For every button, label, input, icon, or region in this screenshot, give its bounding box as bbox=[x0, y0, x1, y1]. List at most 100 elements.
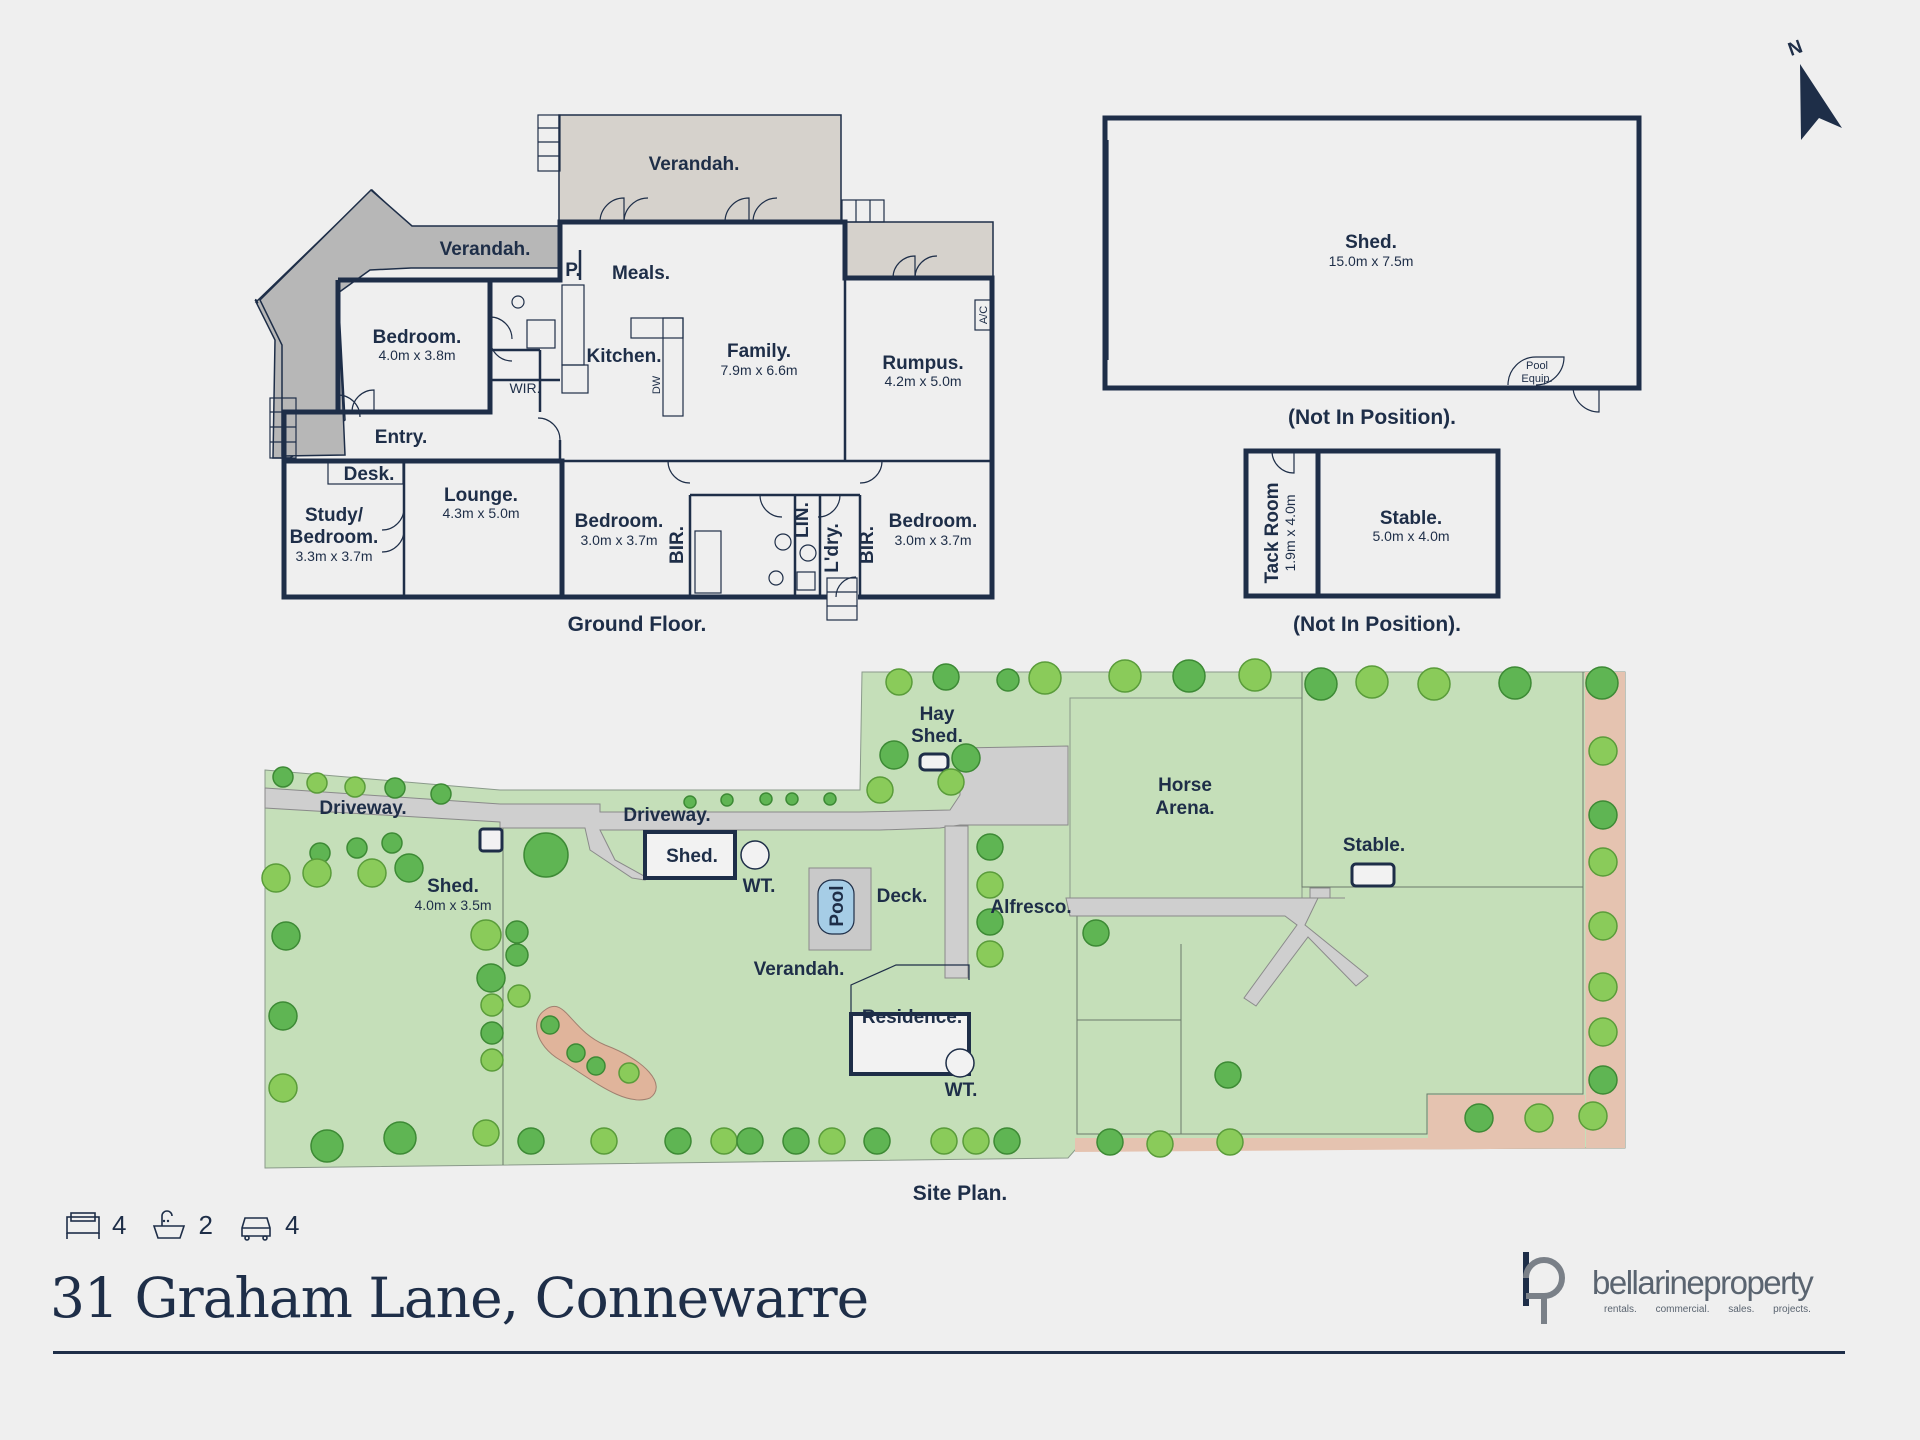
stair-top bbox=[537, 114, 561, 172]
pool-equip-box bbox=[1507, 356, 1565, 386]
label-site-shed-mid: Shed. bbox=[666, 846, 718, 867]
ground-floor-plan: Verandah. Verandah. Meals. P. Bedroom. 4… bbox=[254, 114, 995, 636]
label-wir: WIR. bbox=[509, 380, 540, 396]
label-kitchen: Kitchen. bbox=[587, 346, 662, 367]
basin bbox=[774, 533, 792, 551]
label-driveway-left: Driveway. bbox=[319, 798, 406, 819]
verandah-top bbox=[558, 114, 842, 224]
label-study-1: Study/ bbox=[305, 505, 364, 526]
north-arrow-icon bbox=[1800, 64, 1842, 140]
label-site-shed-small: Shed. bbox=[427, 876, 479, 897]
bp-logo-icon bbox=[1523, 1252, 1565, 1324]
label-lounge: Lounge. bbox=[444, 485, 518, 506]
dim-bedroom3: 3.0m x 3.7m bbox=[894, 532, 971, 548]
label-bir1: BIR. bbox=[667, 526, 688, 564]
door-ldry bbox=[835, 576, 857, 598]
footer-divider bbox=[53, 1351, 1845, 1354]
driveway bbox=[264, 745, 1069, 881]
dim-lounge: 4.3m x 5.0m bbox=[442, 505, 519, 521]
door-entry-hall bbox=[537, 417, 561, 441]
shower bbox=[526, 319, 556, 349]
dim-site-shed-small: 4.0m x 3.5m bbox=[414, 897, 491, 913]
label-ac: A/C bbox=[978, 306, 990, 324]
label-stable: Stable. bbox=[1380, 508, 1442, 529]
door-verandah-2 bbox=[724, 197, 750, 223]
label-rumpus: Rumpus. bbox=[882, 353, 963, 374]
kitchen-island-top bbox=[630, 317, 684, 339]
kitchen-bench bbox=[561, 284, 585, 366]
bed-icon bbox=[66, 1212, 100, 1239]
door-rumpus-1 bbox=[892, 255, 916, 279]
caption-shed: (Not In Position). bbox=[1288, 406, 1456, 429]
cars-count: 4 bbox=[284, 1209, 300, 1240]
baths-count: 2 bbox=[198, 1209, 213, 1240]
door-study-1 bbox=[381, 507, 405, 531]
property-stats: 4 2 4 bbox=[64, 1208, 313, 1242]
dim-stable: 5.0m x 4.0m bbox=[1372, 528, 1449, 544]
label-bedroom3: Bedroom. bbox=[889, 511, 978, 532]
label-entry: Entry. bbox=[375, 427, 427, 448]
toilet-ens bbox=[511, 295, 525, 309]
brand-logo: bellarineproperty rentals. commercial. s… bbox=[1516, 1248, 1836, 1328]
trough bbox=[799, 544, 817, 562]
door-bath bbox=[759, 494, 783, 518]
shed-outline bbox=[1102, 115, 1642, 391]
label-horse-arena-1: Horse bbox=[1158, 775, 1212, 796]
label-study-2: Bedroom. bbox=[290, 527, 379, 548]
toilet bbox=[768, 570, 784, 586]
label-driveway-mid: Driveway. bbox=[623, 805, 710, 826]
label-tack-room: Tack Room bbox=[1262, 482, 1283, 583]
label-residence: Residence. bbox=[862, 1007, 962, 1028]
bath bbox=[694, 530, 722, 594]
label-verandah-top: Verandah. bbox=[649, 154, 740, 175]
kitchen-island bbox=[662, 317, 684, 417]
door-entry bbox=[337, 394, 361, 418]
beds-count: 4 bbox=[112, 1209, 127, 1240]
label-meals: Meals. bbox=[612, 263, 670, 284]
track bbox=[1065, 887, 1369, 1007]
caption-ground-floor: Ground Floor. bbox=[568, 613, 707, 636]
label-shed: Shed. bbox=[1345, 232, 1397, 253]
label-wt-top: WT. bbox=[743, 876, 776, 897]
label-wt-bottom: WT. bbox=[945, 1080, 978, 1101]
washer bbox=[796, 571, 816, 591]
stable-plan: Tack Room 1.9m x 4.0m Stable. 5.0m x 4.0… bbox=[1243, 448, 1501, 636]
property-address: 31 Graham Lane, Connewarre bbox=[50, 1266, 869, 1330]
brand-name: bellarineproperty bbox=[1592, 1264, 1814, 1301]
door-wir bbox=[489, 316, 513, 340]
label-horse-arena-2: Arena. bbox=[1155, 798, 1214, 819]
dim-bedroom1: 4.0m x 3.8m bbox=[378, 347, 455, 363]
fridge bbox=[561, 364, 589, 394]
label-pantry: P. bbox=[565, 260, 581, 281]
dim-study: 3.3m x 3.7m bbox=[295, 548, 372, 564]
door-bed1 bbox=[351, 389, 375, 413]
site-shed-small bbox=[478, 827, 504, 853]
caption-site-plan: Site Plan. bbox=[913, 1182, 1008, 1205]
label-alfresco: Alfresco. bbox=[990, 897, 1071, 918]
label-pool-equip-2: Equip. bbox=[1521, 373, 1552, 385]
dim-family: 7.9m x 6.6m bbox=[720, 362, 797, 378]
shed-door bbox=[1572, 387, 1600, 413]
door-study-2 bbox=[381, 529, 405, 553]
label-pool: Pool bbox=[827, 885, 848, 926]
label-family: Family. bbox=[727, 341, 791, 362]
label-verandah-left: Verandah. bbox=[440, 239, 531, 260]
label-dw: DW bbox=[651, 375, 663, 394]
site-shed-mid bbox=[643, 830, 737, 880]
label-bedroom2: Bedroom. bbox=[575, 511, 664, 532]
ac-unit bbox=[974, 299, 992, 331]
car-icon bbox=[241, 1217, 271, 1241]
label-pool-equip-1: Pool bbox=[1526, 360, 1548, 372]
site-stable bbox=[1350, 862, 1396, 888]
label-desk: Desk. bbox=[344, 464, 395, 485]
dim-shed: 15.0m x 7.5m bbox=[1329, 253, 1414, 269]
alfresco-path bbox=[944, 825, 969, 979]
label-hay-shed-1: Hay bbox=[920, 704, 955, 725]
label-north: N bbox=[1785, 36, 1805, 60]
water-tank-bottom bbox=[945, 1048, 975, 1078]
label-ldry: L'dry. bbox=[822, 523, 843, 573]
tack-door bbox=[1271, 450, 1295, 474]
door-verandah-1 bbox=[599, 197, 625, 223]
caption-stable: (Not In Position). bbox=[1293, 613, 1461, 636]
